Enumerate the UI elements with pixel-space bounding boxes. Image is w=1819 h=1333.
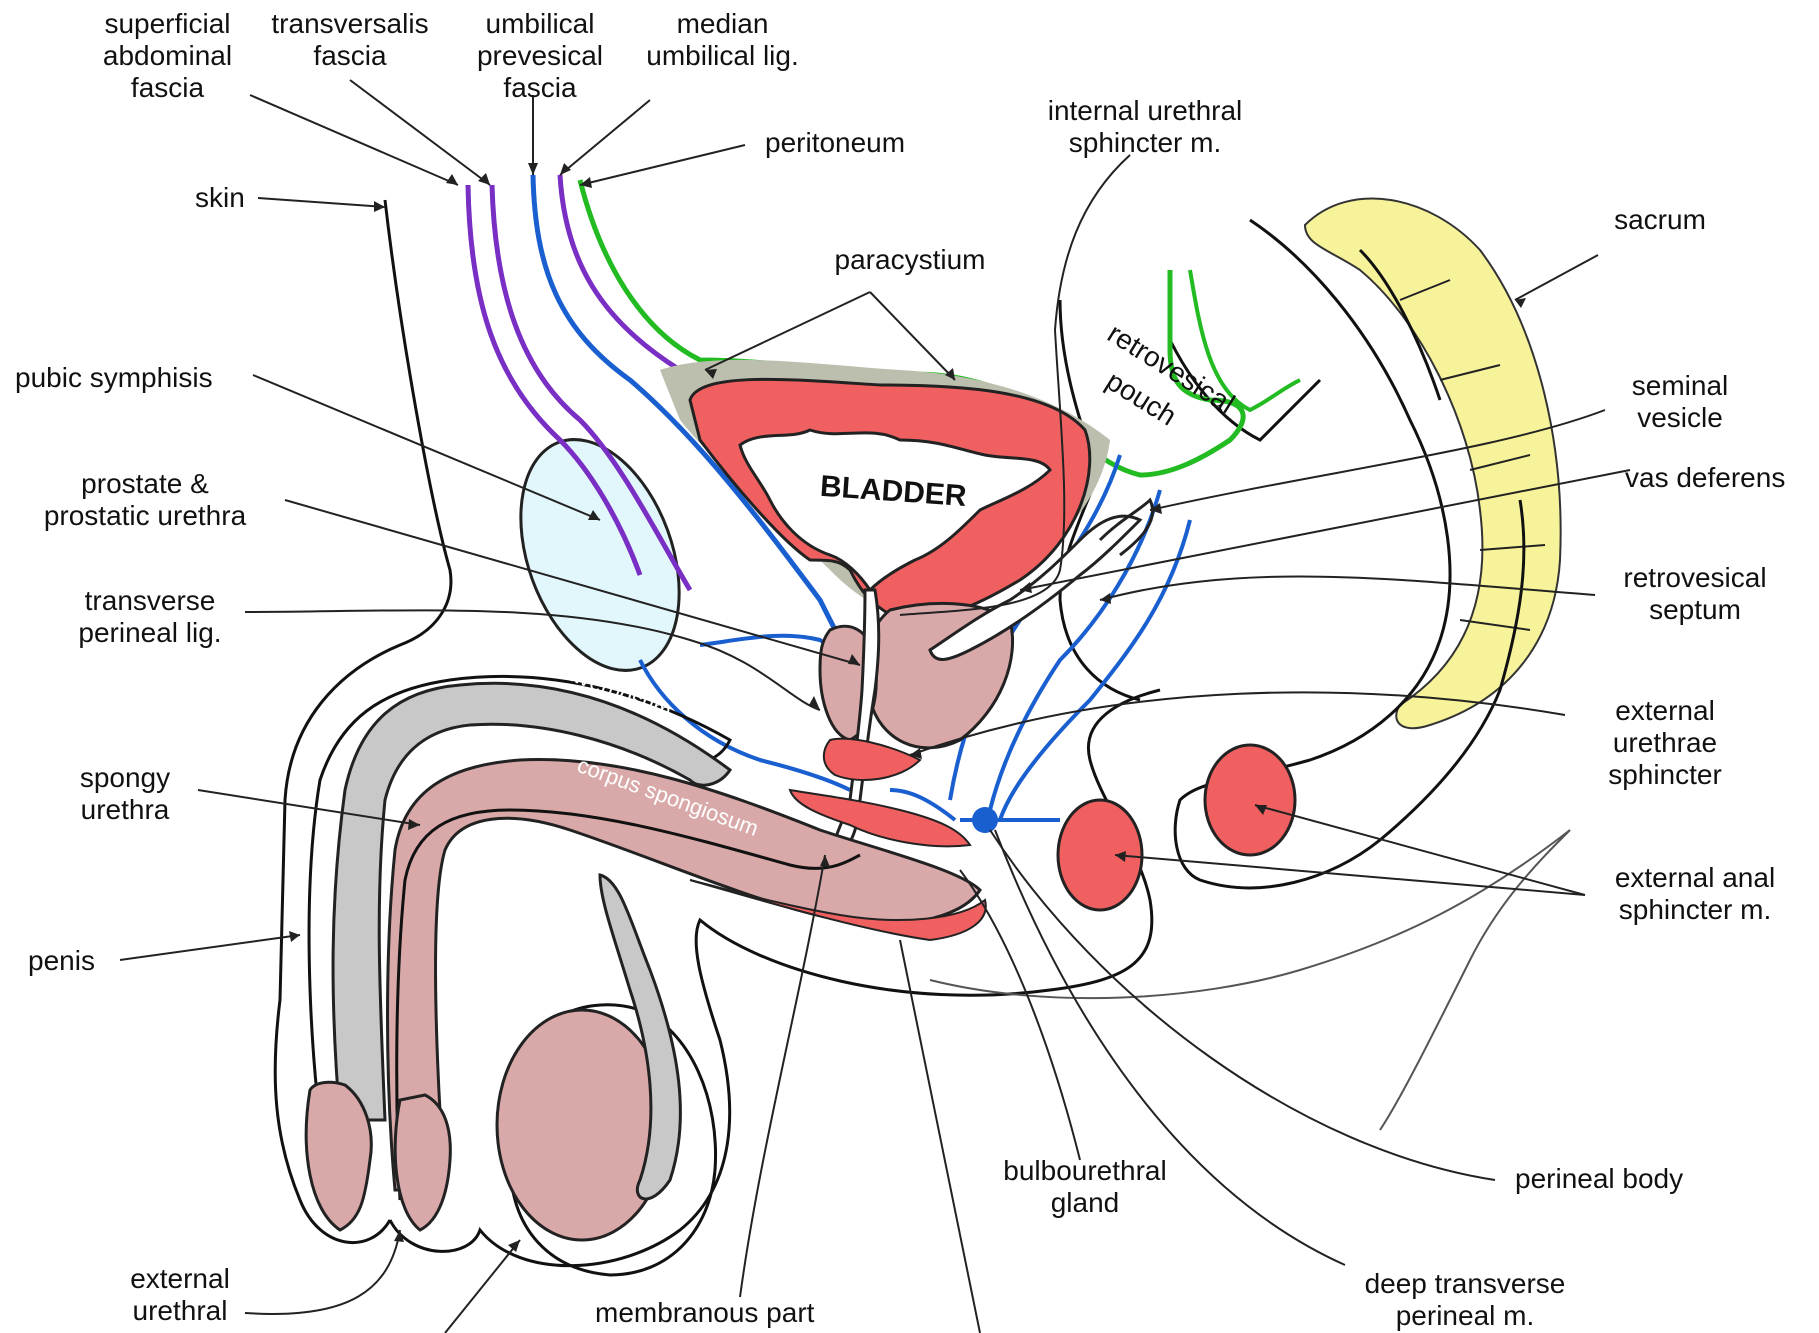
label-sacrum: sacrum xyxy=(1590,204,1730,236)
testis-shape xyxy=(497,1010,667,1240)
label-external-urethral: external urethral xyxy=(105,1263,255,1327)
label-paracystium: paracystium xyxy=(810,244,1010,276)
label-perineal-body: perineal body xyxy=(1515,1163,1683,1195)
label-prostate: prostate & prostatic urethra xyxy=(25,468,265,532)
label-internal-urethral-sphincter: internal urethral sphincter m. xyxy=(1020,95,1270,159)
label-vas-deferens: vas deferens xyxy=(1625,462,1785,494)
label-seminal-vesicle: seminal vesicle xyxy=(1605,370,1755,434)
label-deep-transverse-perineal: deep transverse perineal m. xyxy=(1340,1268,1590,1332)
label-penis: penis xyxy=(28,945,95,977)
label-external-urethrae-sphincter: external urethrae sphincter xyxy=(1590,695,1740,791)
label-pubic-symphysis: pubic symphisis xyxy=(15,362,213,394)
label-retrovesical-septum: retrovesical septum xyxy=(1600,562,1790,626)
external-anal-sphincter-shape xyxy=(1205,745,1295,855)
label-peritoneum: peritoneum xyxy=(765,127,905,159)
label-superficial-abdominal-fascia: superficial abdominal fascia xyxy=(85,8,250,104)
label-membranous-part: membranous part xyxy=(595,1297,814,1329)
label-umbilical-prevesical-fascia: umbilical prevesical fascia xyxy=(460,8,620,104)
label-median-umbilical-lig: median umbilical lig. xyxy=(625,8,820,72)
skin-right-curve xyxy=(1380,830,1570,1130)
label-skin: skin xyxy=(195,182,245,214)
perineal-body-node xyxy=(972,807,998,833)
label-bulbourethral-gland: bulbourethral gland xyxy=(980,1155,1190,1219)
deep-transverse-perineal-shape xyxy=(1058,800,1142,910)
glans-shape-2 xyxy=(395,1095,450,1230)
label-transversalis-fascia: transversalis fascia xyxy=(260,8,440,72)
label-transverse-perineal-lig: transverse perineal lig. xyxy=(60,585,240,649)
label-spongy-urethra: spongy urethra xyxy=(55,762,195,826)
glans-shape xyxy=(306,1082,371,1230)
sacrum-shape xyxy=(1305,199,1561,729)
label-external-anal-sphincter: external anal sphincter m. xyxy=(1590,862,1800,926)
